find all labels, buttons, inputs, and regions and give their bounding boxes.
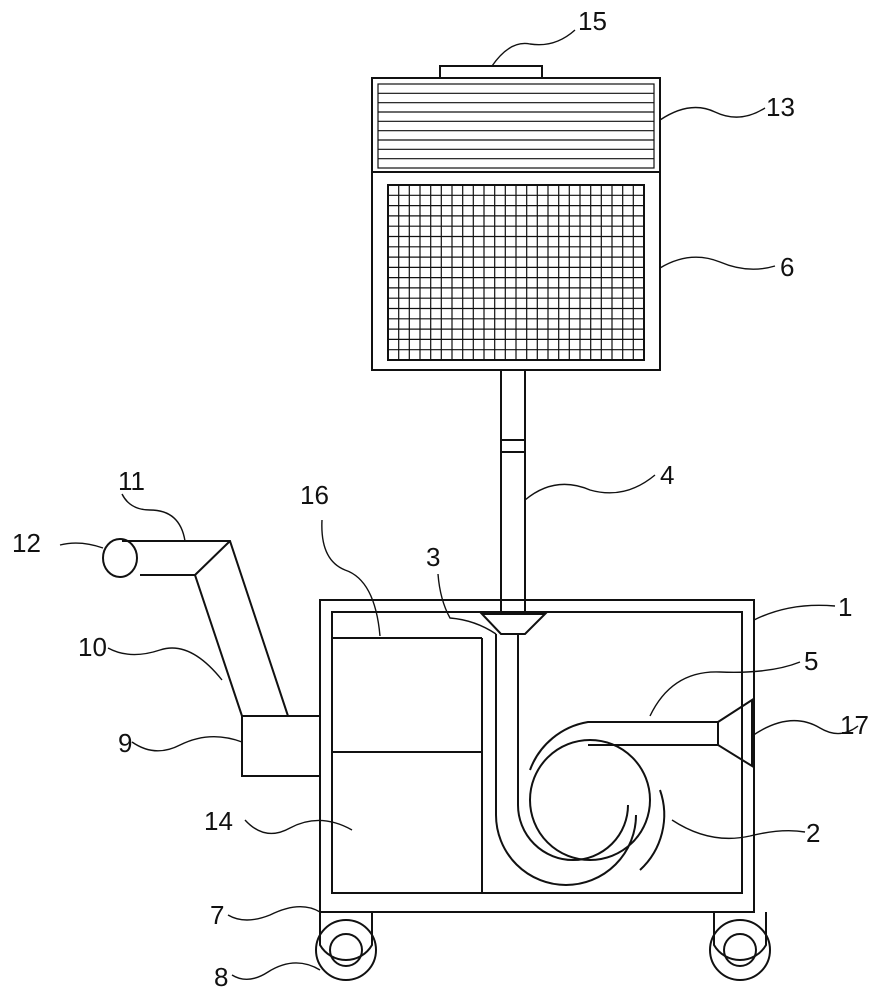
vertical-pipe — [500, 370, 526, 615]
top-housing — [371, 77, 661, 371]
louver-slats — [378, 92, 654, 160]
filter-grid — [388, 185, 644, 360]
label-10: 10 — [78, 632, 107, 662]
label-6: 6 — [780, 252, 794, 282]
label-16: 16 — [300, 480, 329, 510]
leader-lines — [59, 29, 859, 980]
outlet-nozzle — [717, 698, 753, 768]
intake-box — [241, 715, 321, 777]
louver-frame — [377, 83, 655, 169]
storage-compartment — [332, 637, 483, 893]
label-12: 12 — [12, 528, 41, 558]
label-14: 14 — [204, 806, 233, 836]
reference-labels: 15 13 6 4 1 5 17 2 3 16 11 12 10 9 14 7 … — [12, 6, 869, 992]
label-2: 2 — [806, 818, 820, 848]
label-15: 15 — [578, 6, 607, 36]
u-pipe — [495, 634, 637, 886]
intake-assembly — [102, 538, 321, 777]
wheels — [315, 912, 771, 981]
top-cap — [439, 65, 543, 79]
label-3: 3 — [426, 542, 440, 572]
label-11: 11 — [118, 466, 145, 496]
label-5: 5 — [804, 646, 818, 676]
fan-coil — [529, 721, 718, 871]
label-9: 9 — [118, 728, 132, 758]
label-4: 4 — [660, 460, 674, 490]
funnel — [479, 613, 548, 635]
label-1: 1 — [838, 592, 852, 622]
top-unit — [371, 65, 661, 371]
label-17: 17 — [840, 710, 869, 740]
label-7: 7 — [210, 900, 224, 930]
label-13: 13 — [766, 92, 795, 122]
label-8: 8 — [214, 962, 228, 992]
intake-mouth — [102, 538, 138, 578]
